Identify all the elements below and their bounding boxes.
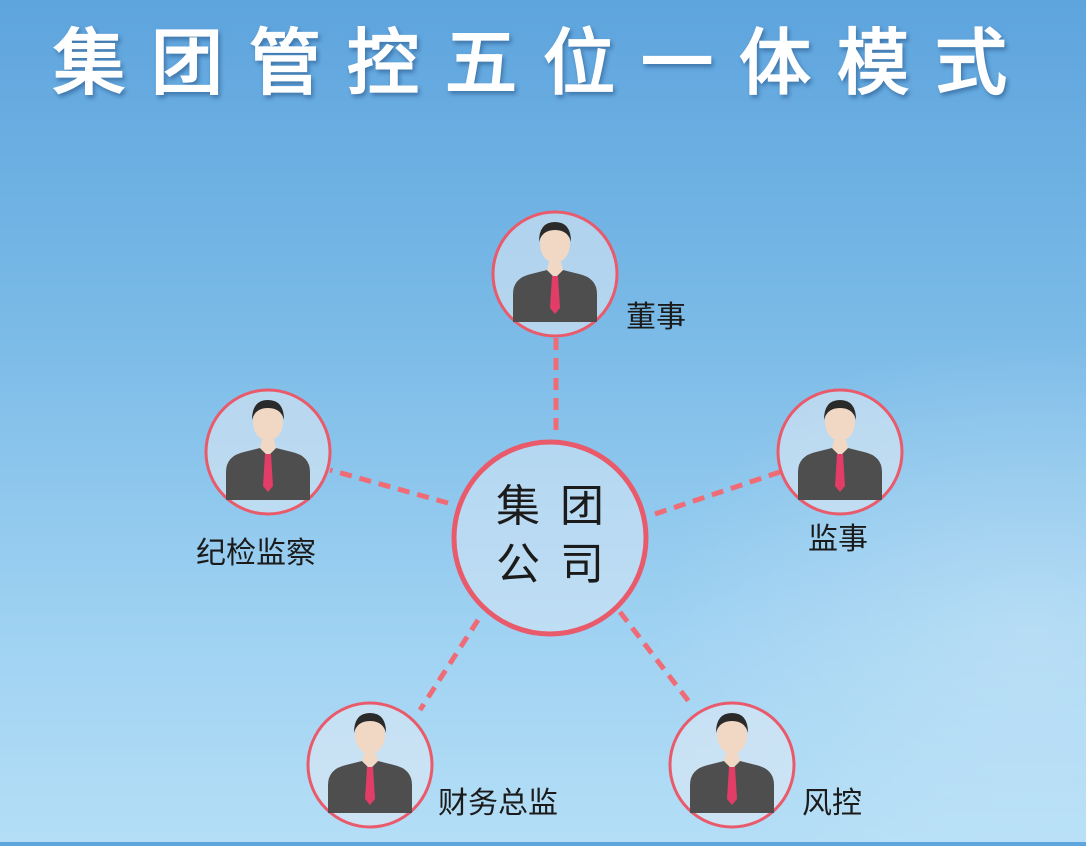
node-finance [306,701,434,829]
node-supervisor [776,388,904,516]
label-supervisor: 监事 [808,522,868,557]
connector-discipline [329,467,449,506]
node-discipline [204,388,332,516]
label-finance: 财务总监 [438,786,558,821]
person-icon [328,713,412,813]
label-board: 董事 [626,300,686,335]
label-risk: 风控 [802,786,862,821]
node-risk [668,701,796,829]
center-label-line1: 集团 [496,481,624,532]
person-icon [798,400,882,500]
label-discipline: 纪检监察 [196,536,316,571]
page-title: 集团管控五位一体模式 [52,21,1033,105]
person-icon [226,400,310,500]
connector-finance [417,618,481,712]
center-ring [451,439,649,637]
connector-supervisor [654,469,781,517]
person-icon [690,713,774,813]
center-label-line2: 公司 [496,539,624,590]
node-board [491,210,619,338]
person-icon [513,222,597,322]
center-label: 集团 公司 [460,478,660,594]
